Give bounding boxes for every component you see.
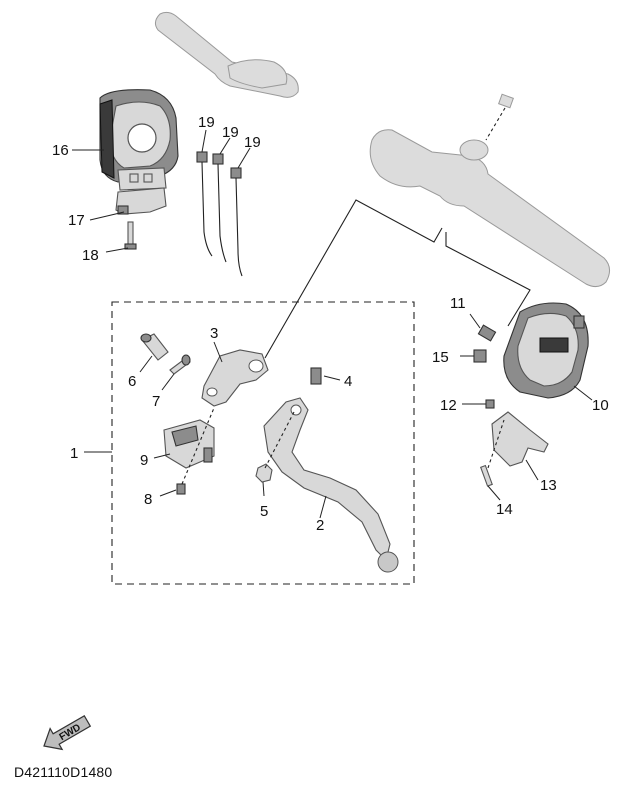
pin-6 [140,333,169,361]
switch-bracket-17 [115,187,167,215]
callout-10: 10 [592,397,609,414]
bolt-4 [310,367,322,385]
callout-19-b: 19 [222,124,239,141]
fwd-arrow-icon: FWD [43,714,92,751]
callout-8: 8 [144,491,152,508]
callout-18: 18 [82,247,99,264]
callout-13: 13 [540,477,557,494]
callout-labels: 16 17 18 19 19 19 1 6 7 3 9 8 4 5 2 11 1… [52,114,609,534]
right-switch-housing-10 [503,302,589,399]
screw-18 [124,221,137,250]
switch-reference-line [445,232,531,327]
callout-15: 15 [432,349,449,366]
fwd-label: FWD [58,722,83,743]
left-handlebar-clipon [154,11,299,98]
callout-9: 9 [140,452,148,469]
bracket-13 [491,411,549,467]
callout-11: 11 [450,295,466,312]
callout-3: 3 [210,325,218,342]
screw-11 [477,324,497,342]
drawing-code: D421110D1480 [14,764,113,780]
screw-14 [479,464,493,487]
callout-7: 7 [152,393,160,410]
cable-tie-19-a [196,151,213,257]
callout-2: 2 [316,517,324,534]
bolt-7 [169,354,191,375]
callout-14: 14 [496,501,513,518]
cable-tie-19-c [230,167,243,277]
cable-tie-19-b [212,153,227,263]
callout-12: 12 [440,397,457,414]
callout-5: 5 [260,503,268,520]
screw-8 [176,483,186,495]
callout-19-a: 19 [198,114,215,131]
callout-16: 16 [52,142,69,159]
right-handlebar [369,93,610,288]
callout-6: 6 [128,373,136,390]
nut-5 [255,463,273,483]
clutch-switch-9 [163,419,215,469]
lever-assembly-box [111,301,415,585]
assembly-reference-line [264,199,443,359]
screw-15 [473,349,487,363]
callout-19-c: 19 [244,134,261,151]
screw-12 [485,399,495,409]
clutch-lever-2 [263,397,399,573]
callout-4: 4 [344,373,352,390]
leader-lines [72,129,593,519]
callout-1: 1 [70,445,78,462]
callout-17: 17 [68,212,85,229]
lever-bracket-3 [201,349,269,407]
left-switch-housing-16 [99,89,179,191]
